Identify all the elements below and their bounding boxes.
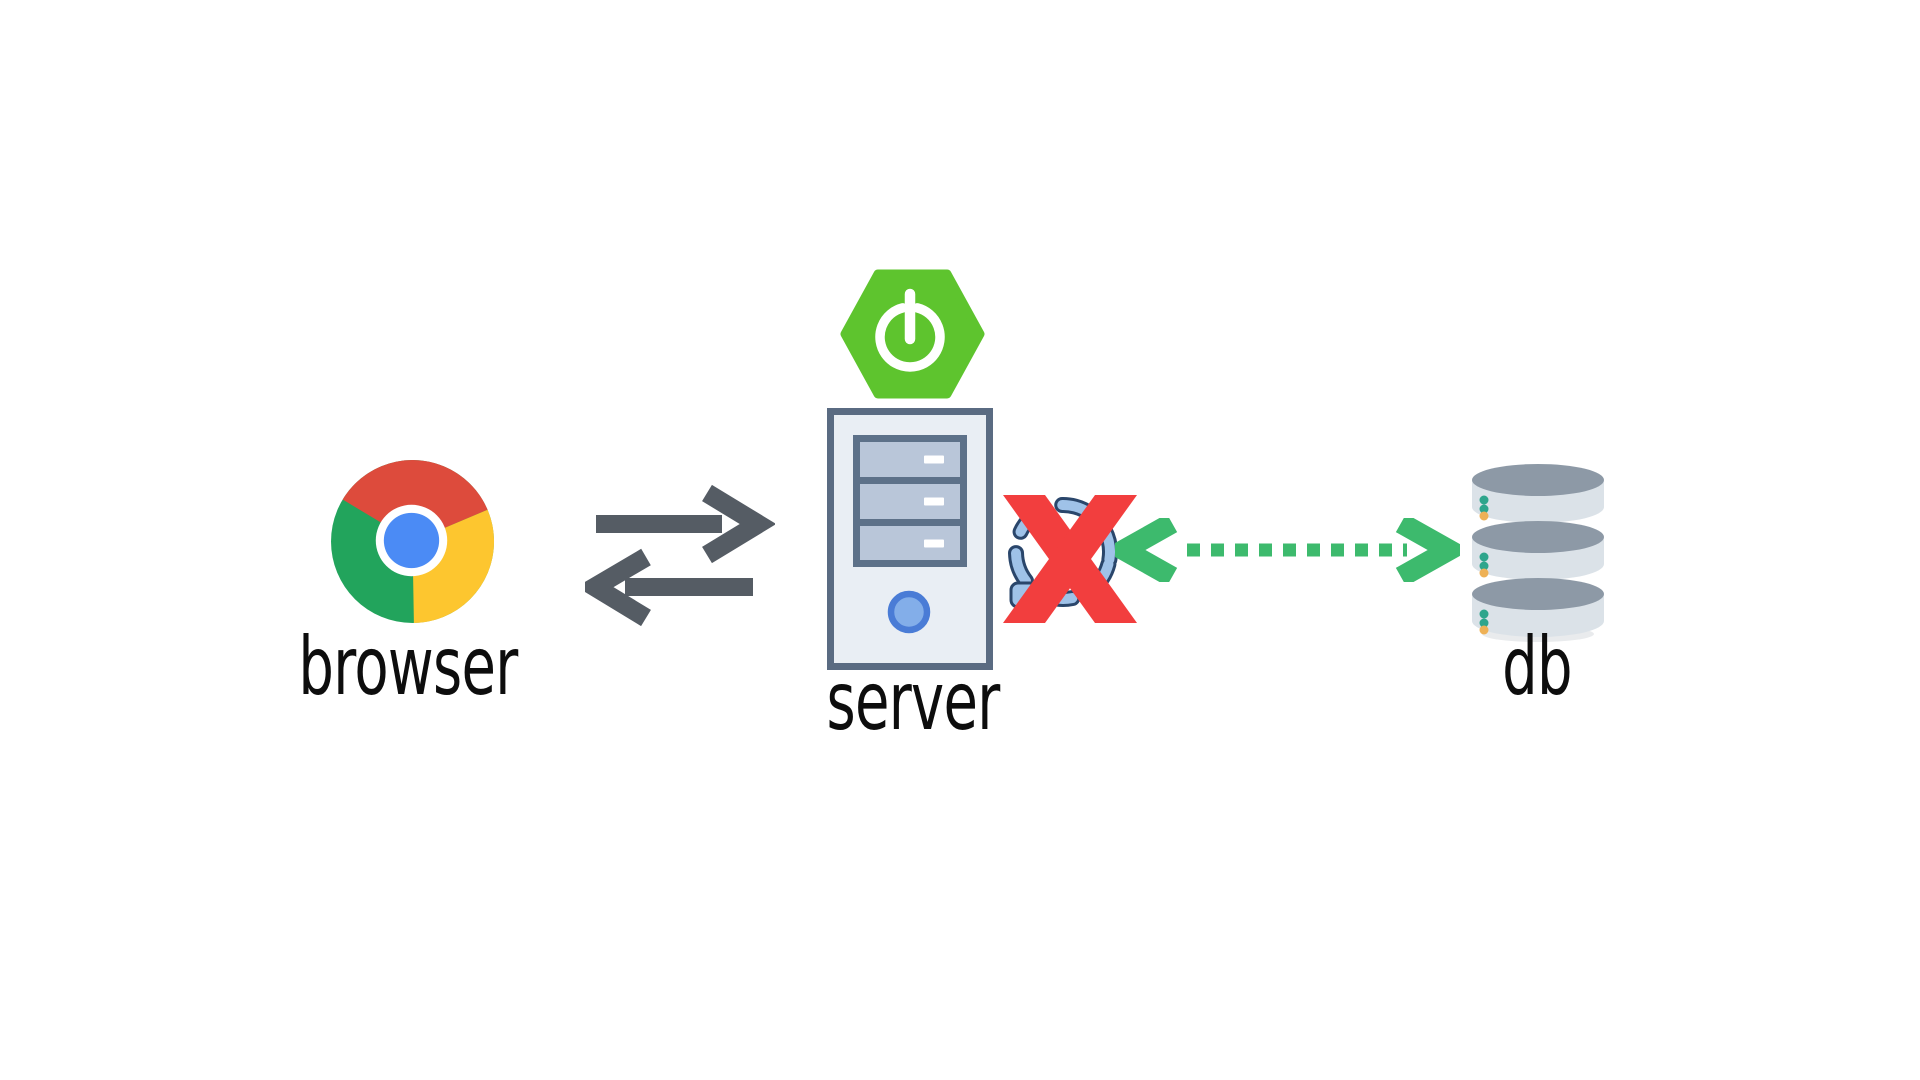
browser-label: browser	[298, 620, 518, 713]
blocked-connection-marker	[1003, 495, 1137, 623]
server-label: server	[826, 655, 1000, 748]
dotted-double-arrow-icon	[1115, 518, 1460, 582]
blocked-x-icon	[1003, 495, 1137, 623]
database-stack-icon	[1472, 464, 1604, 642]
db-label: db	[1502, 620, 1572, 713]
chrome-browser-icon	[331, 460, 495, 623]
spring-boot-icon	[840, 269, 985, 399]
request-response-arrows-icon	[585, 484, 775, 627]
db-indicator-lights	[1479, 495, 1489, 635]
server-tower-icon	[827, 408, 993, 670]
